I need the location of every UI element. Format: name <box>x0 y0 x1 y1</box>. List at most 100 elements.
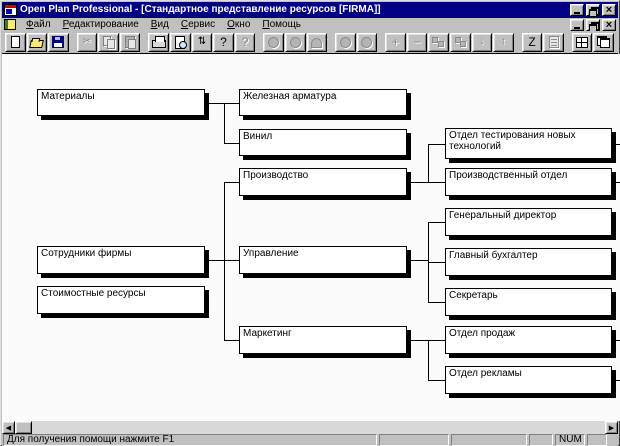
new-button[interactable] <box>5 32 26 52</box>
menu-item-вид[interactable]: Вид <box>150 19 169 30</box>
org-node-marketing[interactable]: Маркетинг <box>239 326 407 354</box>
scroll-left-icon[interactable]: ◀ <box>2 421 15 434</box>
connector-line <box>428 302 445 303</box>
connector-line <box>224 103 225 144</box>
menu-item-файл[interactable]: Файл <box>26 19 51 30</box>
minus-icon: − <box>413 35 421 49</box>
org-node-label: Управление <box>243 248 299 259</box>
org-node-testing[interactable]: Отдел тестирования новых технологий <box>445 128 612 159</box>
help-button[interactable]: ? <box>213 32 234 52</box>
connector-line <box>209 260 224 261</box>
circle-icon <box>289 36 301 48</box>
connector-line <box>616 340 620 341</box>
org-node-prod_dept[interactable]: Производственный отдел <box>445 168 612 196</box>
mdi-close-icon[interactable]: × <box>602 18 616 31</box>
horizontal-scrollbar[interactable]: ◀ ▶ <box>2 421 618 434</box>
scrollbar-thumb[interactable] <box>15 421 32 434</box>
org-node-label: Материалы <box>41 91 95 102</box>
cascade-window-icon <box>597 36 611 48</box>
connector-line <box>411 340 428 341</box>
status-message: Для получения помощи нажмите F1 <box>3 434 377 446</box>
cut-button: ✂ <box>76 32 98 52</box>
copy-button <box>98 32 119 52</box>
menu-item-редактирование[interactable]: Редактирование <box>62 19 139 30</box>
connector-line <box>224 260 239 261</box>
zoom-z-button[interactable]: Z <box>521 32 543 52</box>
mdi-restore-icon[interactable] <box>586 18 600 32</box>
document-icon[interactable] <box>4 19 16 30</box>
scrollbar-track[interactable] <box>32 421 605 434</box>
org-node-label: Производство <box>243 170 309 181</box>
org-node-ceo[interactable]: Генеральный директор <box>445 208 612 236</box>
menu-item-помощь[interactable]: Помощь <box>262 19 302 30</box>
org-node-vinyl[interactable]: Винил <box>239 129 407 156</box>
toolbar: ✂⇅??+−↓↑Z <box>2 31 618 54</box>
menu-item-сервис[interactable]: Сервис <box>180 19 216 30</box>
print-preview-button[interactable] <box>170 32 191 52</box>
save-button[interactable] <box>48 32 69 52</box>
connector-line <box>428 262 445 263</box>
org-node-ads[interactable]: Отдел рекламы <box>445 366 612 394</box>
scroll-right-icon[interactable]: ▶ <box>605 421 618 434</box>
mdi-minimize-icon[interactable] <box>570 18 584 31</box>
page-icon <box>10 36 20 48</box>
connector-line <box>411 182 428 183</box>
org-node-label: Отдел продаж <box>449 328 516 339</box>
org-node-label: Железная арматура <box>243 91 337 102</box>
org-node-label: Отдел рекламы <box>449 368 522 379</box>
connector-line <box>428 340 429 381</box>
connector-line <box>224 103 239 104</box>
paste-button <box>119 32 141 52</box>
connector-line <box>428 144 429 183</box>
org-node-label: Винил <box>243 131 273 142</box>
linked-squares-icon <box>432 36 445 48</box>
org-node-sales[interactable]: Отдел продаж <box>445 326 612 354</box>
org-node-cost[interactable]: Стоимостные ресурсы <box>37 286 205 314</box>
tile-windows-button[interactable] <box>571 32 593 52</box>
tiled-window-icon <box>576 36 589 48</box>
collapse-button: − <box>406 32 428 52</box>
restore-icon[interactable] <box>586 4 600 17</box>
link-nodes-button <box>428 32 449 52</box>
org-node-staff[interactable]: Сотрудники фирмы <box>37 246 205 274</box>
minimize-icon[interactable] <box>570 4 584 16</box>
floppy-icon <box>52 36 65 48</box>
connector-line <box>428 380 445 381</box>
org-node-materials[interactable]: Материалы <box>37 89 205 116</box>
shape-circle-1-button <box>263 32 284 52</box>
menu-item-окно[interactable]: Окно <box>227 19 251 30</box>
open-button[interactable] <box>26 32 48 52</box>
status-panel <box>529 434 553 446</box>
question-icon: ? <box>220 35 227 49</box>
cascade-windows-button[interactable] <box>593 32 615 52</box>
move-up-button: ↑ <box>493 32 514 52</box>
print-button[interactable] <box>148 32 170 52</box>
org-node-rebar[interactable]: Железная арматура <box>239 89 407 116</box>
statusbar: Для получения помощи нажмите F1 NUM <box>2 434 618 446</box>
shape-circle-4-button <box>356 32 378 52</box>
steps-button <box>449 32 471 52</box>
update-view-button[interactable]: ⇅ <box>191 32 213 52</box>
status-panel <box>451 434 527 446</box>
menu-items: Файл Редактирование Вид Сервис Окно Помощь <box>20 18 570 31</box>
preview-icon <box>174 35 187 49</box>
close-icon[interactable]: × <box>602 4 616 16</box>
org-node-management[interactable]: Управление <box>239 246 407 274</box>
org-node-secretary[interactable]: Секретарь <box>445 288 612 316</box>
org-node-label: Генеральный директор <box>449 210 557 221</box>
connector-line <box>616 182 620 183</box>
notes-page-icon <box>548 36 559 48</box>
shape-circle-2-button <box>284 32 306 52</box>
connector-line <box>224 182 239 183</box>
connector-line <box>428 340 445 341</box>
org-node-label: Отдел тестирования новых технологий <box>449 130 576 152</box>
org-node-production[interactable]: Производство <box>239 168 407 196</box>
app-icon <box>4 4 17 16</box>
up-down-arrows-icon: ⇅ <box>197 36 207 47</box>
window-title: Open Plan Professional - [Стандартное пр… <box>20 4 381 15</box>
arch-icon <box>311 38 323 48</box>
connector-line <box>224 182 225 341</box>
org-node-accountant[interactable]: Главный бухгалтер <box>445 248 612 276</box>
scissors-icon: ✂ <box>82 36 92 47</box>
